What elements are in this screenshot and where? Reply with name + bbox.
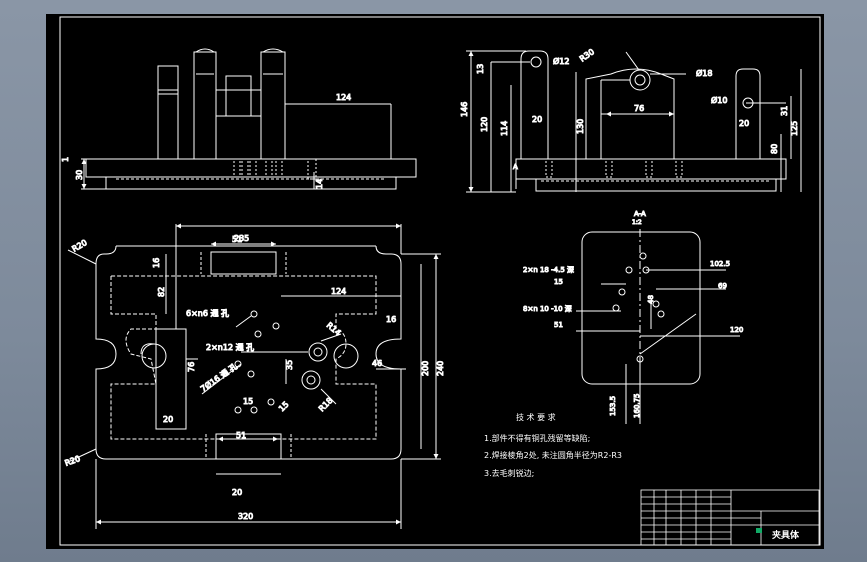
section-dim-1535: 153.5 <box>609 396 617 416</box>
side-dim-31: 31 <box>780 106 789 116</box>
plan-dim-320: 320 <box>238 512 253 521</box>
side-dim-20a: 20 <box>532 115 542 124</box>
plan-dim-51a: 51 <box>232 235 242 244</box>
side-dim-20b: 20 <box>739 119 749 128</box>
section-dim-1025: 102.5 <box>710 260 730 268</box>
plan-dim-240: 240 <box>436 361 445 376</box>
section-holes-10: 8×n 10 -10 深 <box>523 304 572 313</box>
side-dim-d10: Ø10 <box>711 95 727 105</box>
side-dim-80: 80 <box>770 144 779 154</box>
side-dim-d12: Ø12 <box>553 56 569 66</box>
plan-dim-15: 15 <box>243 397 253 406</box>
plan-dim-82: 82 <box>157 287 166 297</box>
plan-dim-r20b: R20 <box>64 454 82 468</box>
front-dim-124: 124 <box>336 93 351 102</box>
notes-item-2: 2.焊接棱角2处, 未注圆角半径为R2-R3 <box>484 450 622 460</box>
cad-drawing: 124 30 14 1 <box>59 16 821 546</box>
section-dim-69: 69 <box>718 282 727 290</box>
plan-dim-200: 200 <box>421 361 430 376</box>
plan-holes-12: 2×n12 通 孔 <box>206 342 254 352</box>
side-view: 13 Ø12 R30 Ø18 146 120 114 20 130 76 Ø10… <box>460 47 802 193</box>
plan-dim-76: 76 <box>187 362 196 372</box>
side-dim-d18: Ø18 <box>696 68 712 78</box>
section-scale: 1:2 <box>632 219 642 226</box>
section-dim-16075: 160.75 <box>633 394 641 419</box>
plan-dim-46: 46 <box>372 359 382 368</box>
front-dim-30: 30 <box>75 170 84 180</box>
plan-holes-16: 7Ø16 通 孔 <box>198 361 239 394</box>
side-dim-125: 125 <box>790 121 799 136</box>
plan-dim-r14: R14 <box>325 321 343 338</box>
plan-dim-r18: R18 <box>317 396 335 414</box>
front-dim-1: 1 <box>61 157 70 162</box>
side-dim-13: 13 <box>476 64 485 74</box>
part-name: 夹具体 <box>772 529 800 541</box>
drawing-border <box>59 16 821 546</box>
drawing-viewport[interactable]: 124 30 14 1 <box>46 14 824 549</box>
side-dim-r30: R30 <box>578 47 596 63</box>
side-dim-120: 120 <box>480 117 489 132</box>
section-dim-48: 48 <box>647 295 655 304</box>
technical-notes: 技 术 要 求 1.部件不得有铜孔残留等缺陷; 2.焊接棱角2处, 未注圆角半径… <box>484 412 622 478</box>
section-holes-18: 2×n 18 -4.5 深 <box>523 265 574 274</box>
front-dim-14: 14 <box>315 179 324 189</box>
side-dim-146: 146 <box>460 102 469 117</box>
side-mark-a: A <box>513 163 518 171</box>
side-dim-114: 114 <box>500 121 509 136</box>
plan-dim-16a: 16 <box>152 258 161 268</box>
section-dim-120: 120 <box>730 326 743 334</box>
plan-view: 235 R20 51 16 82 124 16 6×n6 通 孔 2×n12 通… <box>63 223 446 529</box>
front-view: 124 30 14 1 <box>61 48 417 190</box>
title-block: 夹具体 <box>640 489 820 546</box>
section-dim-15: 15 <box>554 278 563 286</box>
notes-item-1: 1.部件不得有铜孔残留等缺陷; <box>484 433 590 443</box>
section-dim-51: 51 <box>554 321 563 329</box>
plan-dim-15b: 15 <box>277 400 291 414</box>
plan-dim-r20a: R20 <box>71 238 89 254</box>
notes-item-3: 3.去毛刺锐边; <box>484 468 534 478</box>
section-title: A-A <box>634 210 646 218</box>
side-dim-130: 130 <box>576 119 585 134</box>
section-view: A-A 1:2 2×n 18 -4.5 深 15 102.5 69 8×n 10… <box>523 210 744 424</box>
plan-dim-20a: 20 <box>163 415 173 424</box>
plan-dim-35: 35 <box>285 360 294 370</box>
notes-title: 技 术 要 求 <box>516 412 556 422</box>
plan-dim-235: 235 <box>234 234 249 243</box>
plan-dim-20b: 20 <box>232 488 242 497</box>
plan-dim-16b: 16 <box>386 315 396 324</box>
plan-dim-51b: 51 <box>236 431 246 440</box>
plan-holes-6: 6×n6 通 孔 <box>186 308 229 318</box>
side-dim-76: 76 <box>634 104 644 113</box>
plan-dim-124: 124 <box>331 287 346 296</box>
